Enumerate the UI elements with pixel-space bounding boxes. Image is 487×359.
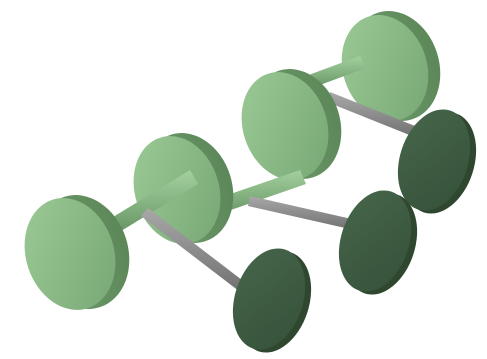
disk-middle-left-face: [241, 72, 329, 180]
dark-disk-middle-group: [338, 190, 418, 295]
dark-disk-back-face: [397, 109, 471, 211]
dark-disk-middle-face: [338, 190, 412, 292]
dark-disk-front-face: [232, 248, 306, 350]
connecting-rod-back: [327, 92, 425, 140]
wheelset-back: [295, 11, 441, 140]
dark-disk-back-group: [397, 109, 477, 214]
connecting-rod-front: [141, 208, 255, 298]
disk-back-left-face: [341, 15, 429, 121]
wheelset-front-left: [24, 195, 130, 310]
connecting-rod-middle: [248, 196, 365, 232]
dark-disk-front-group: [232, 248, 312, 353]
wheelset-middle: [241, 69, 342, 180]
axle-front: [95, 170, 198, 242]
disk-front-left-face: [24, 198, 116, 310]
